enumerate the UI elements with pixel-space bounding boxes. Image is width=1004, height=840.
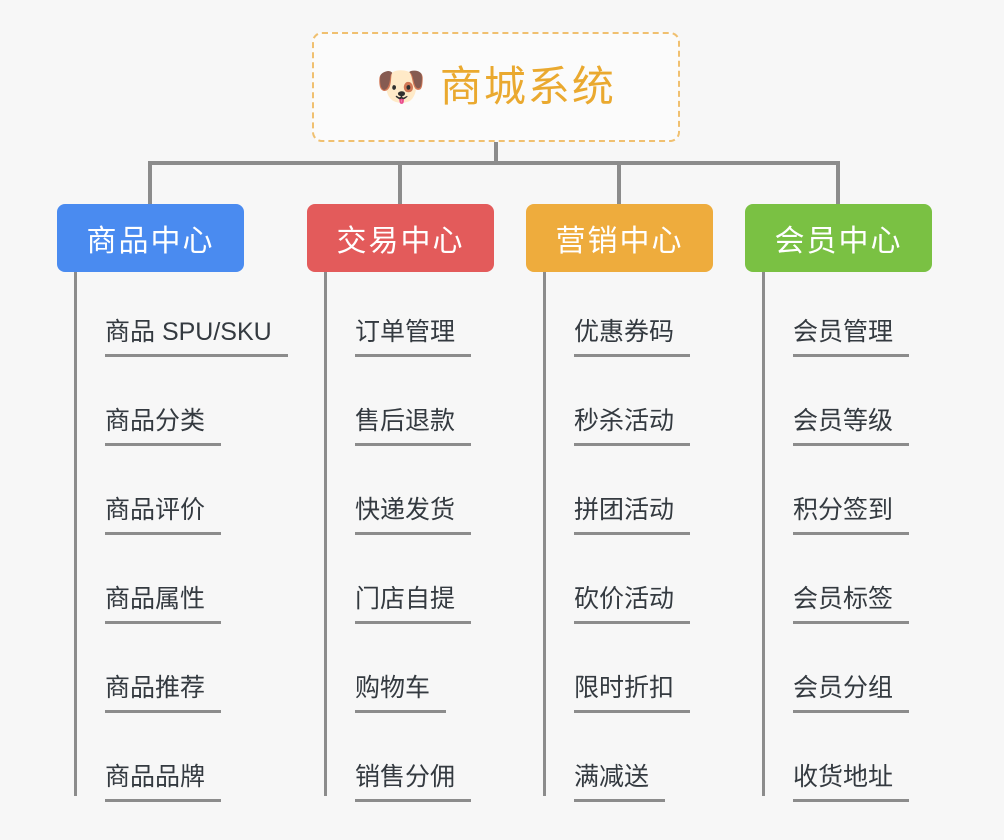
leaf-item[interactable]: 商品 SPU/SKU: [57, 272, 288, 361]
leaf-item[interactable]: 订单管理: [307, 272, 494, 361]
leaf-item-label: 门店自提: [355, 585, 472, 624]
leaf-item[interactable]: 商品推荐: [57, 628, 244, 717]
leaf-item-label: 满减送: [574, 763, 666, 802]
branch-column-4: 会员中心会员管理会员等级积分签到会员标签会员分组收货地址: [745, 204, 932, 806]
leaf-item[interactable]: 满减送: [526, 717, 713, 806]
leaf-item[interactable]: 销售分佣: [307, 717, 494, 806]
leaf-item-label: 会员分组: [793, 674, 910, 713]
leaf-item-label: 商品 SPU/SKU: [105, 318, 288, 357]
leaf-item[interactable]: 商品品牌: [57, 717, 244, 806]
leaf-item[interactable]: 会员管理: [745, 272, 932, 361]
leaf-list: 优惠券码秒杀活动拼团活动砍价活动限时折扣满减送: [526, 272, 713, 806]
connector-drop-2: [398, 161, 402, 205]
leaf-item[interactable]: 购物车: [307, 628, 494, 717]
leaf-item[interactable]: 优惠券码: [526, 272, 713, 361]
root-node[interactable]: 🐶 商城系统: [312, 32, 680, 142]
leaf-item[interactable]: 秒杀活动: [526, 361, 713, 450]
leaf-item-label: 购物车: [355, 674, 447, 713]
leaf-item-label: 收货地址: [793, 763, 910, 802]
leaf-item-label: 商品属性: [105, 585, 222, 624]
leaf-item-label: 限时折扣: [574, 674, 691, 713]
branch-header-2[interactable]: 交易中心: [307, 204, 494, 272]
leaf-item-label: 商品品牌: [105, 763, 222, 802]
connector-horizontal-bus: [150, 161, 840, 165]
leaf-item-label: 售后退款: [355, 407, 472, 446]
leaf-item[interactable]: 商品分类: [57, 361, 244, 450]
branch-header-1[interactable]: 商品中心: [57, 204, 244, 272]
leaf-item-label: 订单管理: [355, 318, 472, 357]
leaf-list: 商品 SPU/SKU 商品分类商品评价商品属性商品推荐商品品牌: [57, 272, 288, 806]
leaf-item[interactable]: 售后退款: [307, 361, 494, 450]
leaf-item[interactable]: 门店自提: [307, 539, 494, 628]
branch-spine-3: [543, 272, 546, 796]
leaf-item[interactable]: 会员标签: [745, 539, 932, 628]
leaf-item[interactable]: 商品属性: [57, 539, 244, 628]
leaf-item-label: 快递发货: [355, 496, 472, 535]
branch-spine-1: [74, 272, 77, 796]
connector-drop-4: [836, 161, 840, 205]
leaf-item[interactable]: 会员分组: [745, 628, 932, 717]
leaf-item[interactable]: 积分签到: [745, 450, 932, 539]
root-title: 商城系统: [439, 63, 616, 110]
branch-header-label: 会员中心: [774, 225, 903, 258]
leaf-item-label: 商品分类: [105, 407, 222, 446]
leaf-list: 订单管理售后退款快递发货门店自提购物车销售分佣: [307, 272, 494, 806]
leaf-item[interactable]: 拼团活动: [526, 450, 713, 539]
leaf-item-label: 会员等级: [793, 407, 910, 446]
leaf-item[interactable]: 商品评价: [57, 450, 244, 539]
branch-header-4[interactable]: 会员中心: [745, 204, 932, 272]
leaf-item[interactable]: 限时折扣: [526, 628, 713, 717]
branch-header-3[interactable]: 营销中心: [526, 204, 713, 272]
leaf-item-label: 砍价活动: [574, 585, 691, 624]
leaf-list: 会员管理会员等级积分签到会员标签会员分组收货地址: [745, 272, 932, 806]
branch-spine-2: [324, 272, 327, 796]
leaf-item-label: 会员管理: [793, 318, 910, 357]
branch-column-1: 商品中心商品 SPU/SKU 商品分类商品评价商品属性商品推荐商品品牌: [57, 204, 288, 806]
leaf-item-label: 拼团活动: [574, 496, 691, 535]
branch-column-3: 营销中心优惠券码秒杀活动拼团活动砍价活动限时折扣满减送: [526, 204, 713, 806]
leaf-item-label: 销售分佣: [355, 763, 472, 802]
leaf-item[interactable]: 会员等级: [745, 361, 932, 450]
branch-header-label: 营销中心: [555, 225, 684, 258]
branch-column-2: 交易中心订单管理售后退款快递发货门店自提购物车销售分佣: [307, 204, 494, 806]
leaf-item-label: 商品评价: [105, 496, 222, 535]
leaf-item[interactable]: 快递发货: [307, 450, 494, 539]
connector-root-stem: [494, 142, 498, 164]
leaf-item-label: 优惠券码: [574, 318, 691, 357]
leaf-item[interactable]: 收货地址: [745, 717, 932, 806]
leaf-item-label: 商品推荐: [105, 674, 222, 713]
leaf-item-label: 积分签到: [793, 496, 910, 535]
dog-face-icon: 🐶: [376, 65, 426, 109]
branch-header-label: 商品中心: [86, 225, 215, 258]
connector-drop-1: [148, 161, 152, 205]
leaf-item[interactable]: 砍价活动: [526, 539, 713, 628]
leaf-item-label: 会员标签: [793, 585, 910, 624]
connector-drop-3: [617, 161, 621, 205]
branch-header-label: 交易中心: [336, 225, 465, 258]
branch-spine-4: [762, 272, 765, 796]
leaf-item-label: 秒杀活动: [574, 407, 691, 446]
